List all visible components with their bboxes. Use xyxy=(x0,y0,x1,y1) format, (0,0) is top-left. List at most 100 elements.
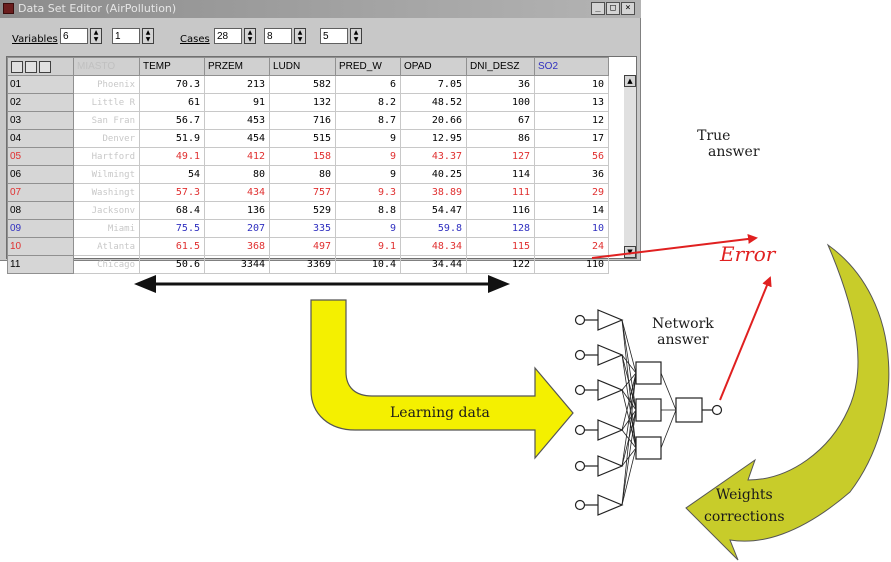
row-header[interactable]: 03 xyxy=(7,111,74,130)
hidden-neuron xyxy=(635,436,662,460)
input-node xyxy=(574,349,586,361)
learning-data-arrow xyxy=(310,299,574,460)
data-table: MIASTO TEMP PRZEM LUDN PRED_W OPAD DNI_D… xyxy=(7,57,609,274)
true-answer-arrow xyxy=(591,234,758,259)
table-cell[interactable]: 122 xyxy=(466,255,535,274)
cases-third-spinner[interactable]: ▲▼ xyxy=(320,28,362,46)
chart-tool-icon[interactable] xyxy=(11,60,23,73)
app-icon xyxy=(3,3,14,14)
weights-corrections-label: Weights corrections xyxy=(704,484,785,528)
input-neuron xyxy=(597,494,624,516)
input-node xyxy=(574,424,586,436)
synapse-line xyxy=(621,372,637,506)
cases-stepper[interactable]: ▲▼ xyxy=(244,28,256,44)
error-label: Error xyxy=(720,242,776,266)
weights-corrections-line2: corrections xyxy=(704,509,785,525)
variables-second-stepper[interactable]: ▲▼ xyxy=(142,28,154,44)
variables-label: Variables xyxy=(12,34,58,45)
variables-second-input[interactable] xyxy=(112,28,140,44)
table-cell[interactable]: 110 xyxy=(534,255,609,274)
column-header-ludn[interactable]: LUDN xyxy=(269,57,336,76)
variables-stepper[interactable]: ▲▼ xyxy=(90,28,102,44)
cases-second-stepper[interactable]: ▲▼ xyxy=(294,28,306,44)
grid-tools-header xyxy=(7,57,74,76)
cases-second-input[interactable] xyxy=(264,28,292,44)
column-header-przem[interactable]: PRZEM xyxy=(204,57,270,76)
copy-tool-icon[interactable] xyxy=(25,60,37,73)
output-node xyxy=(711,404,723,416)
column-header-miasto[interactable]: MIASTO xyxy=(73,57,140,76)
vertical-scrollbar[interactable]: ▲ ▼ xyxy=(624,75,636,258)
synapse-line xyxy=(621,372,637,467)
column-header-dni-desz[interactable]: DNI_DESZ xyxy=(466,57,535,76)
table-cell[interactable]: 3369 xyxy=(269,255,336,274)
network-answer-line2: answer xyxy=(657,332,709,348)
row-header[interactable]: 04 xyxy=(7,129,74,148)
scroll-up-icon[interactable]: ▲ xyxy=(624,75,636,87)
input-neuron xyxy=(597,379,624,401)
title-bar: Data Set Editor (AirPollution) _ □ × xyxy=(0,0,641,18)
variables-second-spinner[interactable]: ▲▼ xyxy=(112,28,154,46)
hidden-neuron xyxy=(635,361,662,385)
synapse-line xyxy=(621,372,637,391)
save-tool-icon[interactable] xyxy=(39,60,51,73)
input-neuron xyxy=(597,344,624,366)
true-answer-label: True answer xyxy=(668,128,760,160)
input-node xyxy=(574,314,586,326)
network-answer-line1: Network xyxy=(652,316,714,332)
column-header-temp[interactable]: TEMP xyxy=(139,57,205,76)
cases-input[interactable] xyxy=(214,28,242,44)
network-answer-label: Network answer xyxy=(652,316,714,348)
minimize-button[interactable]: _ xyxy=(591,2,605,15)
input-neuron xyxy=(597,419,624,441)
close-button[interactable]: × xyxy=(621,2,635,15)
cases-third-input[interactable] xyxy=(320,28,348,44)
table-cell[interactable]: 34.44 xyxy=(400,255,467,274)
variables-input[interactable] xyxy=(60,28,88,44)
input-node xyxy=(574,460,586,472)
row-header[interactable]: 11 xyxy=(7,255,74,274)
cases-label: Cases xyxy=(180,34,210,45)
network-answer-arrow xyxy=(719,276,772,401)
variables-spinner[interactable]: ▲▼ xyxy=(60,28,102,46)
neural-network xyxy=(574,309,723,516)
row-header[interactable]: 09 xyxy=(7,219,74,238)
cases-third-stepper[interactable]: ▲▼ xyxy=(350,28,362,44)
output-neuron xyxy=(675,397,703,423)
synapse-line xyxy=(621,354,637,411)
true-answer-line1: True xyxy=(697,128,731,144)
synapse-line xyxy=(660,409,677,449)
cases-spinner[interactable]: ▲▼ xyxy=(214,28,256,46)
toolbar: Variables ▲▼ ▲▼ Cases ▲▼ ▲▼ ▲▼ xyxy=(0,26,641,50)
row-header[interactable]: 01 xyxy=(7,75,74,94)
weights-corrections-line1: Weights xyxy=(715,487,773,503)
window-controls: _ □ × xyxy=(591,2,635,15)
hidden-neuron xyxy=(635,398,662,422)
synapse-line xyxy=(660,372,677,411)
input-node xyxy=(574,384,586,396)
cases-second-spinner[interactable]: ▲▼ xyxy=(264,28,306,46)
column-header-so2[interactable]: SO2 xyxy=(534,57,609,76)
maximize-button[interactable]: □ xyxy=(606,2,620,15)
input-neuron xyxy=(597,455,624,477)
synapse-line xyxy=(621,447,637,506)
synapse-line xyxy=(621,319,637,374)
row-header[interactable]: 10 xyxy=(7,237,74,256)
synapse-line xyxy=(621,354,637,374)
data-grid[interactable]: MIASTO TEMP PRZEM LUDN PRED_W OPAD DNI_D… xyxy=(6,56,637,274)
true-answer-line2: answer xyxy=(708,144,760,160)
input-neuron xyxy=(597,309,624,331)
input-node xyxy=(574,499,586,511)
synapse-line xyxy=(621,372,637,431)
column-header-pred-w[interactable]: PRED_W xyxy=(335,57,401,76)
